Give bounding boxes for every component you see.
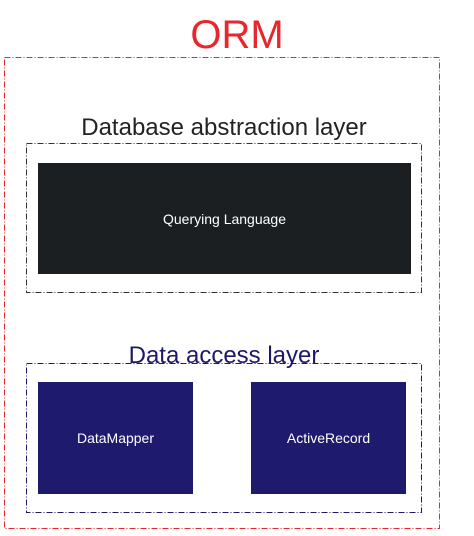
data-access-layer-title: Data access layer [128,342,320,369]
querying-language-label: Querying Language [163,210,286,227]
orm-boundary [4,57,440,529]
database-abstraction-layer-boundary [26,143,422,293]
data-access-layer-boundary [26,363,422,513]
datamapper-label: DataMapper [76,430,155,446]
activerecord-label: ActiveRecord [286,430,371,446]
datamapper-box: DataMapper [38,382,193,494]
orm-title: ORM [190,13,284,57]
activerecord-box: ActiveRecord [251,382,406,494]
querying-language-box: Querying Language [38,163,411,274]
database-abstraction-layer-title: Database abstraction layer [81,114,367,141]
